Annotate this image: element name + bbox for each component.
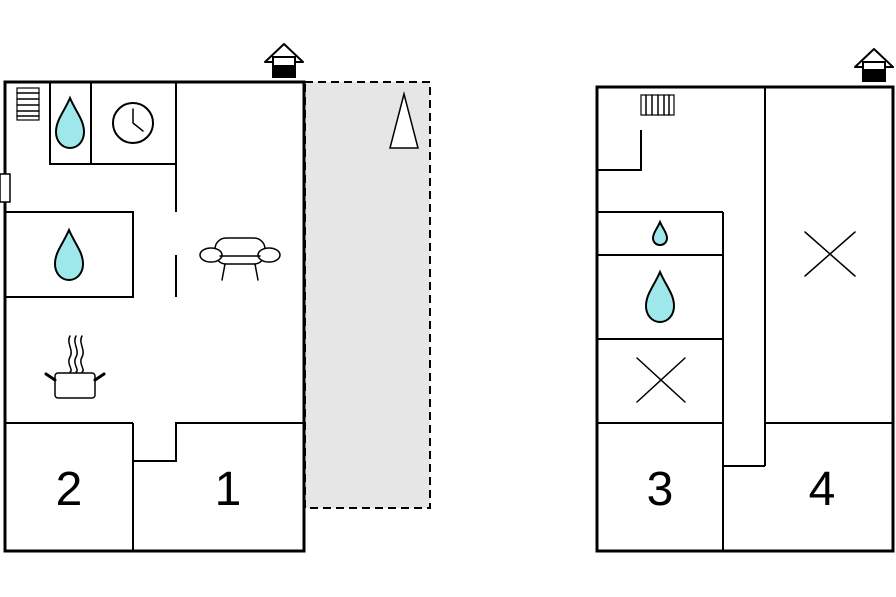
room-number-4: 4 bbox=[809, 463, 836, 516]
cross-icon bbox=[804, 231, 856, 277]
radiator-icon bbox=[16, 87, 40, 121]
sofa-icon bbox=[199, 237, 281, 281]
room-number-2: 2 bbox=[56, 463, 83, 516]
water-drop-icon bbox=[54, 95, 86, 150]
water-drop-icon bbox=[644, 269, 676, 324]
room-number-3: 3 bbox=[647, 463, 674, 516]
ground-floor: 2 1 bbox=[0, 43, 431, 553]
upper-floor: 3 4 bbox=[595, 48, 895, 553]
clock-icon bbox=[112, 102, 154, 144]
entrance-house-icon bbox=[854, 48, 894, 82]
entrance-house-icon bbox=[264, 43, 304, 78]
cooking-pot-icon bbox=[44, 335, 106, 399]
terrace bbox=[304, 81, 431, 509]
upper-floor-interior-walls bbox=[597, 87, 893, 551]
water-drop-icon bbox=[53, 227, 85, 282]
ground-floor-interior-walls bbox=[4, 81, 304, 551]
room-number-1: 1 bbox=[215, 463, 242, 516]
upper-floor-outline bbox=[595, 85, 895, 553]
north-arrow-icon bbox=[389, 91, 419, 149]
radiator-icon bbox=[640, 94, 675, 116]
window bbox=[0, 173, 11, 203]
cross-icon bbox=[636, 357, 686, 403]
water-drop-small-icon bbox=[651, 219, 669, 247]
